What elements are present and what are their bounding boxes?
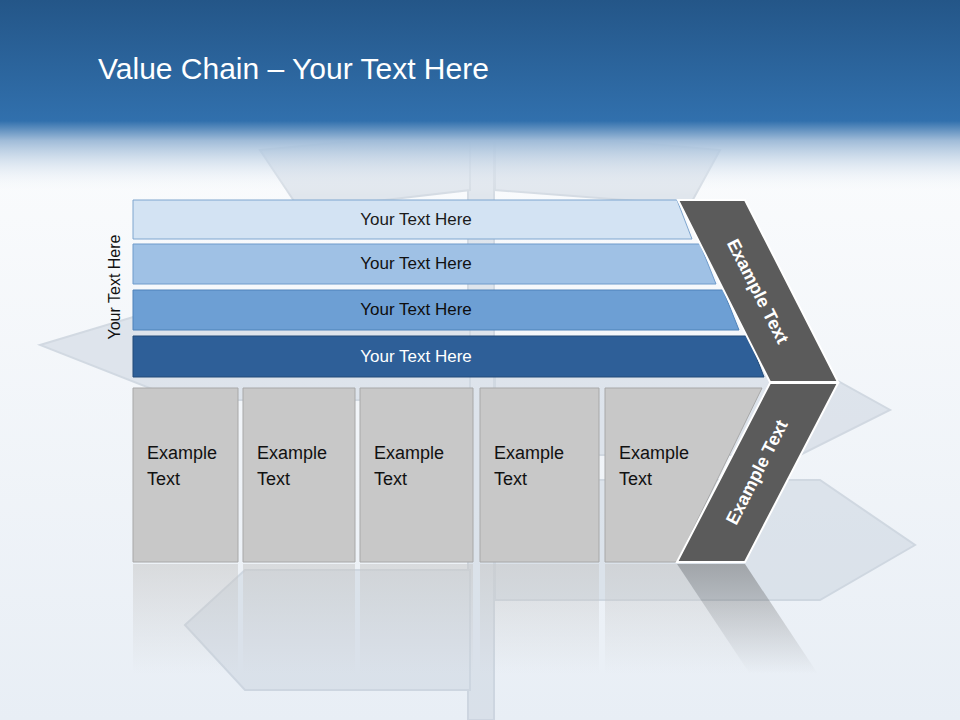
activity-band: Your Text Here <box>133 244 716 284</box>
box-text: Example Text <box>619 440 719 492</box>
chevron-segment: Example Text <box>677 383 838 562</box>
node-outline <box>133 244 716 284</box>
node-outline <box>677 383 838 562</box>
activity-band: Your Text Here <box>133 290 739 330</box>
axis-label: Your Text Here <box>106 235 124 340</box>
node-outline <box>678 200 838 382</box>
band-text: Your Text Here <box>360 300 472 320</box>
chevron-segment: Example Text <box>678 200 838 382</box>
node-outline <box>133 200 692 239</box>
primary-box: Example Text <box>243 388 355 562</box>
box-text: Example Text <box>374 440 467 492</box>
node-outline <box>133 336 764 377</box>
node-outline <box>133 290 739 330</box>
primary-box: Example Text <box>360 388 473 562</box>
band-text: Your Text Here <box>360 347 472 367</box>
primary-box: Example Text <box>133 388 238 562</box>
slide-title: Value Chain – Your Text Here <box>98 52 489 86</box>
box-text: Example Text <box>257 440 349 492</box>
node-outline <box>133 388 238 562</box>
primary-box: Example Text <box>480 388 599 562</box>
band-text: Your Text Here <box>360 210 472 230</box>
node-outline <box>480 388 599 562</box>
box-text: Example Text <box>147 440 232 492</box>
activity-band: Your Text Here <box>133 336 764 377</box>
node-outline <box>243 388 355 562</box>
box-text: Example Text <box>494 440 593 492</box>
activity-band: Your Text Here <box>133 200 692 239</box>
node-outline <box>360 388 473 562</box>
band-text: Your Text Here <box>360 254 472 274</box>
